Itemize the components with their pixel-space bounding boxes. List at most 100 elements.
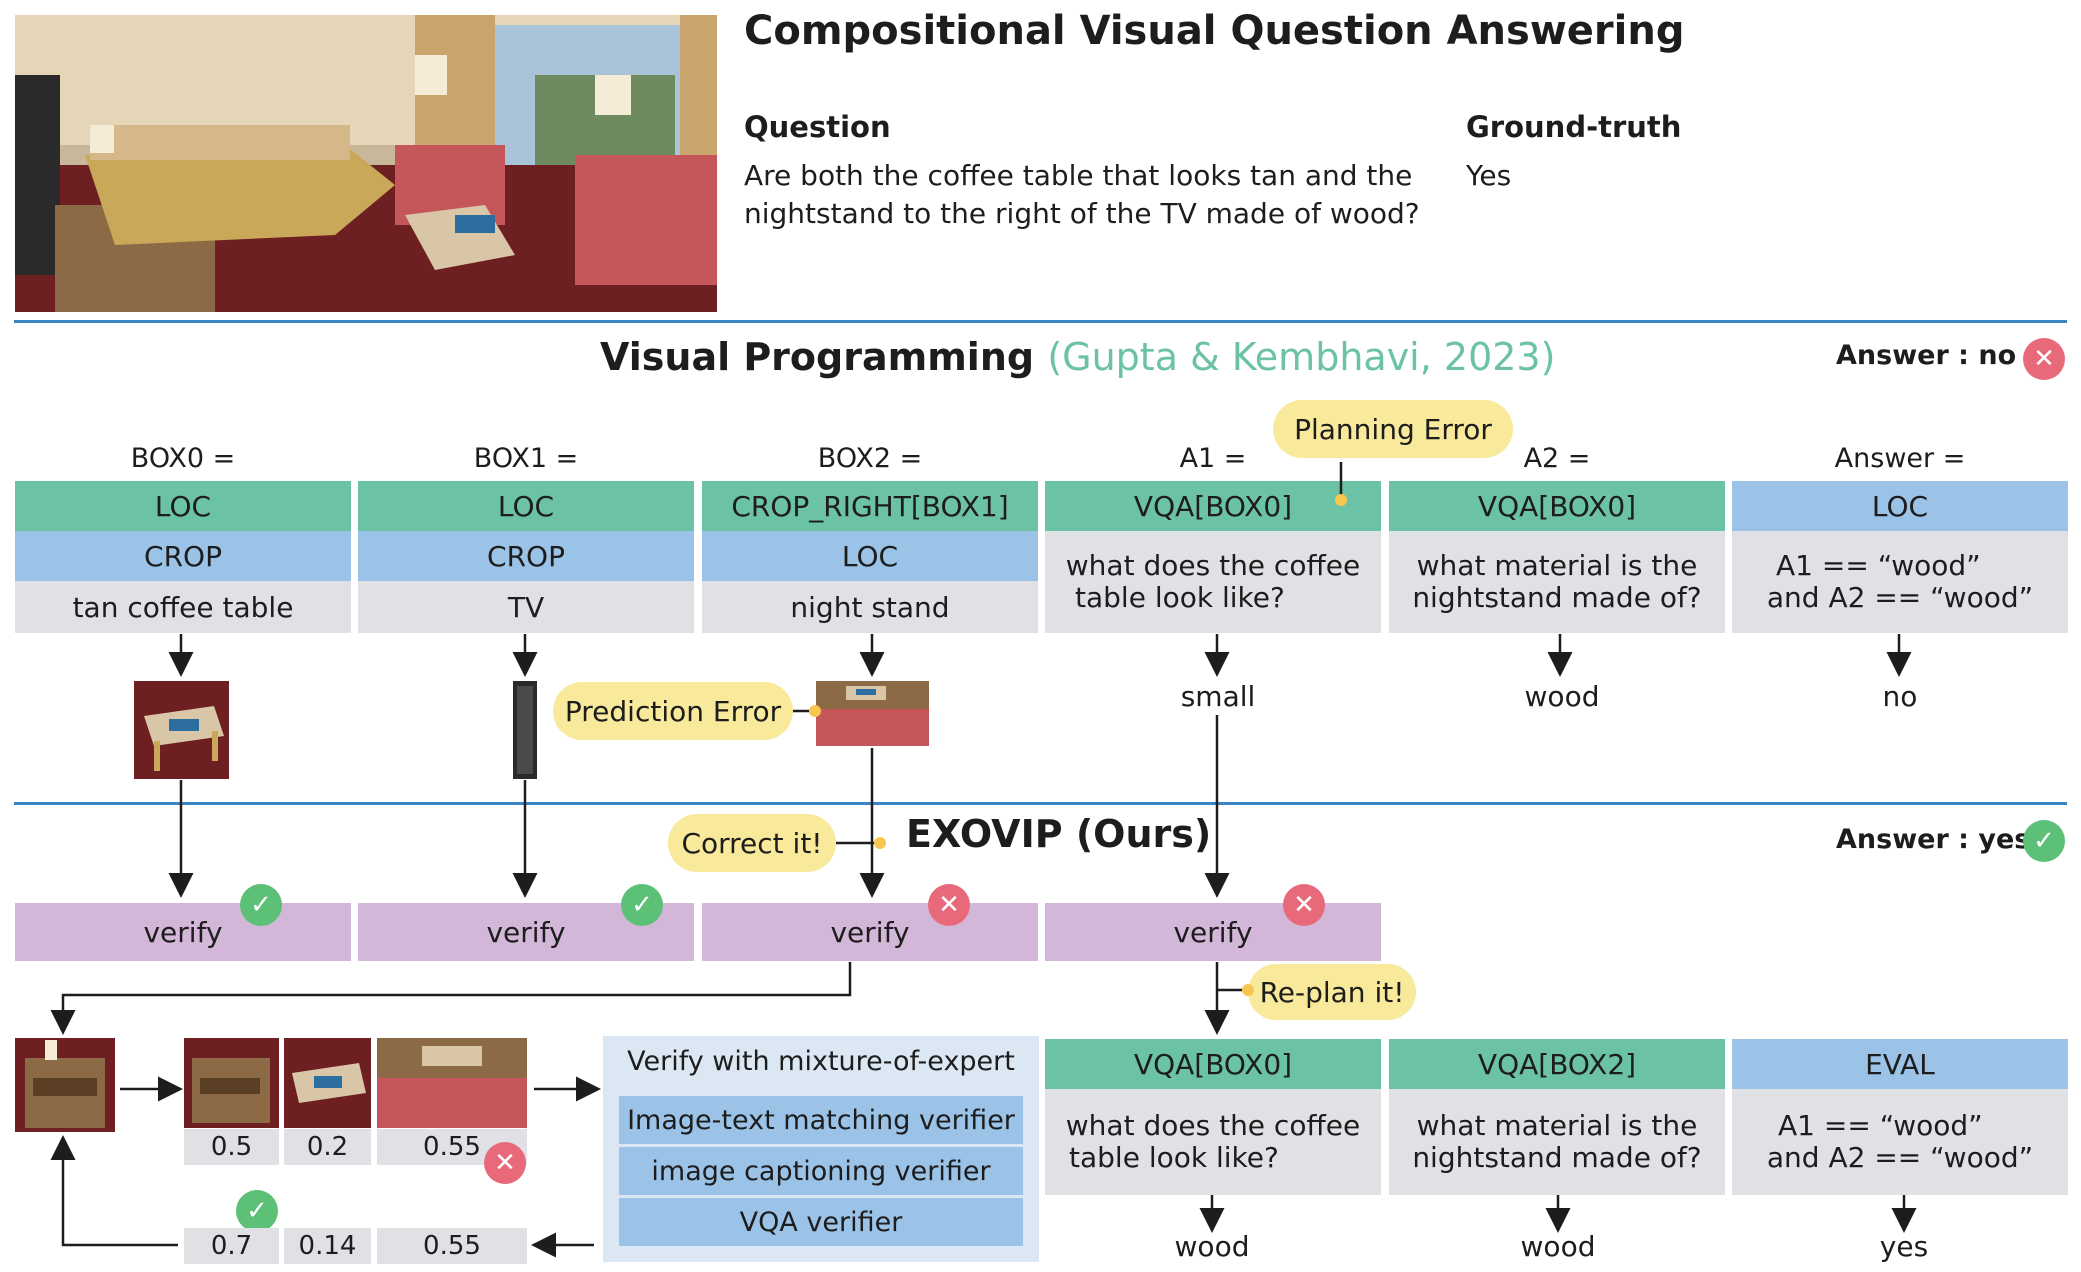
op-label: LOC <box>358 481 694 531</box>
program-step-box2: CROP_RIGHT[BOX1] LOC night stand <box>702 481 1038 633</box>
arg-line2: nightstand made of? <box>1412 581 1702 614</box>
op-label: LOC <box>1732 481 2068 531</box>
visprog-answer: Answer : no <box>1836 340 2016 371</box>
op-label: VQA[BOX0] <box>1045 481 1381 531</box>
arg-line1: A1 == “wood” <box>1776 549 1981 582</box>
exovip-answer-label: Answer : <box>1836 824 1969 855</box>
var-label-box1: BOX1 = <box>473 443 579 474</box>
arg-line2: nightstand made of? <box>1412 1141 1702 1174</box>
arg-line1: what material is the <box>1416 549 1698 582</box>
op-label: CROP_RIGHT[BOX1] <box>702 481 1038 531</box>
replan-step-a1: VQA[BOX0] what does the coffee table loo… <box>1045 1039 1381 1195</box>
op-label: VQA[BOX0] <box>1389 481 1725 531</box>
visprog-answer-value: no <box>1978 340 2017 371</box>
program-step-box1: LOC CROP TV <box>358 481 694 633</box>
score-top-1: 0.5 <box>184 1129 279 1165</box>
verify-box0: verify <box>15 903 351 961</box>
visprog-title-text: Visual Programming <box>600 335 1035 379</box>
replan-step-eval: EVAL A1 == “wood” and A2 == “wood” <box>1732 1039 2068 1195</box>
crop-nightstand-wrong-thumb <box>816 681 929 746</box>
op-label: EVAL <box>1732 1039 2068 1089</box>
check-circle-icon: ✓ <box>236 1190 278 1232</box>
cross-circle-icon: ✕ <box>928 884 970 926</box>
output-a1: small <box>1180 680 1256 713</box>
verify-a1: verify <box>1045 903 1381 961</box>
score-top-2: 0.2 <box>284 1129 371 1165</box>
op-label: VQA[BOX0] <box>1045 1039 1381 1089</box>
cross-circle-icon: ✕ <box>484 1142 526 1184</box>
question-label: Question <box>744 110 891 144</box>
arg-block: what material is the nightstand made of? <box>1389 1089 1725 1195</box>
output-answer: no <box>1882 680 1918 713</box>
moe-item-caption: image captioning verifier <box>619 1147 1023 1195</box>
mixture-of-expert-panel: Verify with mixture-of-expert Image-text… <box>603 1036 1039 1262</box>
arg-block: A1 == “wood” and A2 == “wood” <box>1732 1089 2068 1195</box>
arg-label: night stand <box>702 581 1038 633</box>
question-text-line2: nightstand to the right of the TV made o… <box>744 197 1420 230</box>
score-bottom-2: 0.14 <box>284 1228 371 1264</box>
op-label: VQA[BOX2] <box>1389 1039 1725 1089</box>
arg-line1: what does the coffee <box>1065 549 1361 582</box>
crop-coffee-table-thumb <box>134 681 229 779</box>
program-step-answer: LOC A1 == “wood” and A2 == “wood” <box>1732 481 2068 633</box>
prediction-error-callout: Prediction Error <box>553 682 793 740</box>
crop-tv-thumb <box>513 681 537 779</box>
verify-box2: verify <box>702 903 1038 961</box>
hotel-room-photo <box>15 15 717 312</box>
sub-op-label: LOC <box>702 531 1038 581</box>
arg-label: tan coffee table <box>15 581 351 633</box>
moe-item-vqa: VQA verifier <box>619 1198 1023 1246</box>
arg-line1: A1 == “wood” <box>1778 1109 1983 1142</box>
arg-line2: and A2 == “wood” <box>1766 581 2034 614</box>
visprog-answer-label: Answer : <box>1836 340 1969 371</box>
candidate-crop-1 <box>184 1038 279 1128</box>
arg-line2: table look like? <box>1075 581 1285 614</box>
sub-op-label: CROP <box>15 531 351 581</box>
arg-line1: what material is the <box>1416 1109 1698 1142</box>
page-title: Compositional Visual Question Answering <box>744 8 1685 54</box>
replan-it-callout: Re-plan it! <box>1248 964 1416 1020</box>
var-label-box2: BOX2 = <box>817 443 923 474</box>
check-circle-icon: ✓ <box>240 884 282 926</box>
candidate-crop-3 <box>377 1038 527 1128</box>
arg-line2: and A2 == “wood” <box>1766 1141 2034 1174</box>
replan-step-a2: VQA[BOX2] what material is the nightstan… <box>1389 1039 1725 1195</box>
arg-line2: table look like? <box>1069 1141 1279 1174</box>
visprog-citation: (Gupta & Kembhavi, 2023) <box>1047 335 1556 379</box>
planning-error-callout: Planning Error <box>1273 400 1513 458</box>
ground-truth-value: Yes <box>1466 159 1512 192</box>
moe-title: Verify with mixture-of-expert <box>627 1046 1015 1077</box>
var-label-a1: A1 = <box>1179 443 1247 474</box>
replan-output-a2: wood <box>1520 1230 1596 1263</box>
score-bottom-3: 0.55 <box>377 1228 527 1264</box>
arg-block: what does the coffee table look like? <box>1045 1089 1381 1195</box>
section-divider-mid <box>14 802 2067 805</box>
output-a2: wood <box>1524 680 1600 713</box>
arg-block: A1 == “wood” and A2 == “wood” <box>1732 531 2068 633</box>
exovip-answer: Answer : yes <box>1836 824 2030 855</box>
question-text-line1: Are both the coffee table that looks tan… <box>744 159 1413 192</box>
candidate-crop-2 <box>284 1038 371 1128</box>
check-circle-icon: ✓ <box>2023 820 2065 862</box>
score-bottom-1: 0.7 <box>184 1228 279 1264</box>
correct-it-callout: Correct it! <box>668 814 836 872</box>
var-label-box0: BOX0 = <box>130 443 236 474</box>
cross-circle-icon: ✕ <box>2023 338 2065 380</box>
section-divider-top <box>14 320 2067 323</box>
arg-block: what does the coffee table look like? <box>1045 531 1381 633</box>
var-label-answer: Answer = <box>1834 443 1966 474</box>
sub-op-label: CROP <box>358 531 694 581</box>
program-step-box0: LOC CROP tan coffee table <box>15 481 351 633</box>
arg-line1: what does the coffee <box>1065 1109 1361 1142</box>
visprog-title: Visual Programming (Gupta & Kembhavi, 20… <box>600 335 1555 379</box>
ground-truth-label: Ground-truth <box>1466 110 1682 144</box>
moe-item-itm: Image-text matching verifier <box>619 1096 1023 1144</box>
var-label-a2: A2 = <box>1523 443 1591 474</box>
check-circle-icon: ✓ <box>621 884 663 926</box>
op-label: LOC <box>15 481 351 531</box>
replan-output-a1: wood <box>1174 1230 1250 1263</box>
exovip-title: EXOVIP (Ours) <box>906 812 1212 856</box>
exovip-answer-value: yes <box>1978 824 2031 855</box>
cross-circle-icon: ✕ <box>1283 884 1325 926</box>
arg-block: what material is the nightstand made of? <box>1389 531 1725 633</box>
